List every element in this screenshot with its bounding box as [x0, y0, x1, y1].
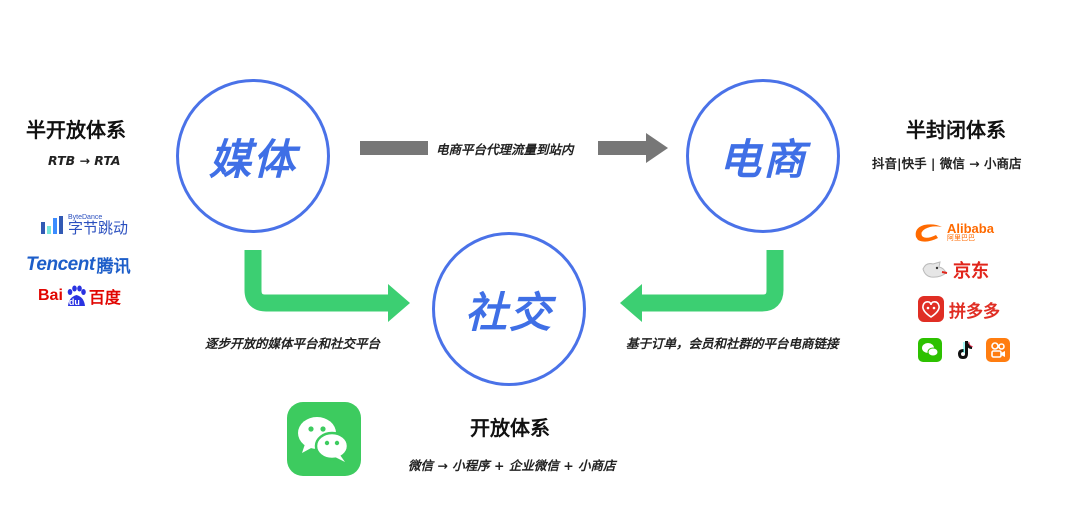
jd-dog-icon — [922, 261, 948, 278]
baidu-paw-icon: du — [64, 284, 88, 308]
edge-label-media-ecommerce: 电商平台代理流量到站内 — [436, 142, 574, 157]
node-social-label: 社交 — [464, 287, 553, 337]
pdd-logo: 拼多多 — [918, 296, 1000, 322]
open-title: 开放体系 — [470, 416, 550, 440]
app-icons-row — [918, 338, 1010, 362]
wechat-icon — [918, 338, 942, 362]
baidu-du-text: du — [68, 297, 80, 307]
pdd-text: 拼多多 — [949, 301, 1000, 322]
semi-closed-subtitle: 抖音|快手 | 微信 → 小商店 — [872, 156, 1022, 171]
node-social: 社交 — [432, 232, 586, 386]
semi-open-title: 半开放体系 — [26, 118, 126, 142]
arrow-ecommerce-to-social — [620, 250, 784, 322]
open-subtitle: 微信 → 小程序 + 企业微信 + 小商店 — [408, 458, 616, 473]
node-media: 媒体 — [176, 79, 330, 233]
edge-label-ecommerce-social: 基于订单，会员和社群的平台电商链接 — [626, 336, 839, 351]
jd-logo: 京东 — [920, 257, 989, 283]
arrow-media-to-ecommerce — [360, 133, 668, 163]
baidu-cn-text: 百度 — [88, 288, 121, 307]
alibaba-logo: Alibaba 阿里巴巴 — [912, 220, 994, 244]
alibaba-icon — [915, 224, 942, 242]
node-media-label: 媒体 — [208, 134, 297, 184]
semi-closed-title: 半封闭体系 — [906, 118, 1006, 142]
jd-text: 京东 — [953, 261, 989, 282]
alibaba-en-text: Alibaba — [947, 221, 994, 236]
bytedance-logo: ByteDance 字节跳动 — [40, 214, 128, 236]
baidu-en-text: Bai — [38, 287, 63, 304]
tencent-logo: Tencent 腾讯 — [26, 252, 131, 278]
wechat-large-icon — [287, 402, 361, 476]
bytedance-text: 字节跳动 — [68, 219, 129, 237]
pdd-icon — [918, 296, 944, 322]
tencent-en-text: Tencent — [26, 253, 95, 275]
node-ecommerce: 电商 — [686, 79, 840, 233]
tencent-cn-text: 腾讯 — [96, 257, 131, 277]
baidu-logo: Bai du 百度 — [38, 284, 121, 308]
bytedance-small-text: ByteDance — [68, 214, 103, 221]
tiktok-icon — [952, 338, 976, 362]
edge-label-media-social: 逐步开放的媒体平台和社交平台 — [205, 336, 381, 351]
bytedance-bars-icon — [41, 216, 63, 234]
semi-open-subtitle: RTB → RTA — [48, 153, 121, 168]
arrow-media-to-social — [244, 250, 410, 322]
alibaba-cn-text: 阿里巴巴 — [947, 234, 975, 242]
kuaishou-icon — [986, 338, 1010, 362]
node-ecommerce-label: 电商 — [718, 134, 807, 184]
